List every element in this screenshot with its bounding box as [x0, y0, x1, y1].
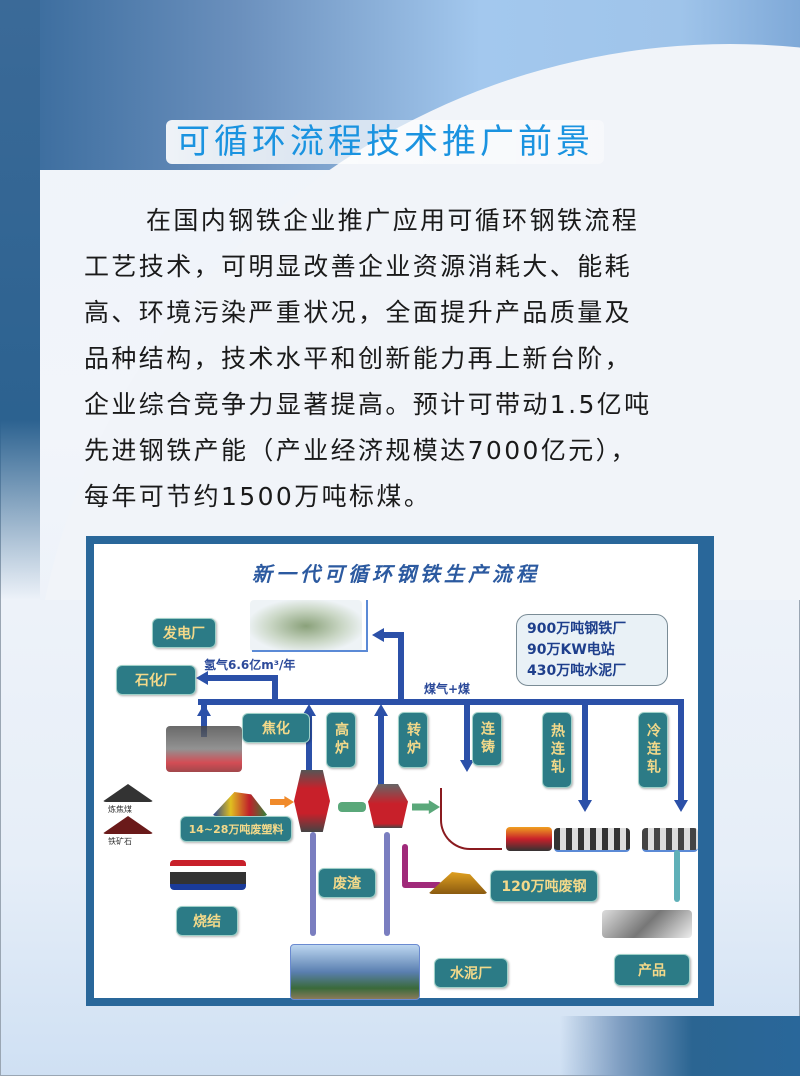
paragraph-line: 工艺技术，可明显改善企业资源消耗大、能耗	[84, 252, 633, 281]
coking-coal-pile	[102, 784, 154, 802]
info-line: 430万吨水泥厂	[527, 663, 627, 679]
info-line: 900万吨钢铁厂	[527, 621, 627, 637]
iron-ore-pile	[102, 816, 154, 834]
intro-paragraph: 在国内钢铁企业推广应用可循环钢铁流程 工艺技术，可明显改善企业资源消耗大、能耗 …	[84, 198, 724, 520]
caster-icon	[440, 788, 502, 850]
paragraph-line: 企业综合竞争力显著提高。预计可带动1.5亿吨	[84, 390, 652, 419]
box-slag: 废渣	[318, 868, 376, 898]
converter-riser	[378, 712, 384, 798]
box-blast-furnace: 高炉	[326, 712, 356, 768]
converter-icon	[368, 784, 408, 828]
footer-band	[560, 1016, 800, 1076]
arrow-to-power-plant	[372, 628, 384, 642]
connector-line	[366, 600, 368, 652]
title-banner: 可循环流程技术推广前景	[166, 120, 604, 164]
sintering-machine-icon	[170, 860, 246, 890]
hydrogen-label: 氢气6.6亿m³/年	[204, 658, 296, 672]
slag-line	[310, 832, 316, 936]
coking-plant-icon	[166, 726, 242, 772]
box-petrochem: 石化厂	[116, 665, 196, 695]
paragraph-line: 先进钢铁产能（产业经济规模达7000亿元），	[84, 436, 638, 465]
box-power-plant: 发电厂	[152, 618, 216, 648]
gas-riser	[398, 632, 404, 702]
box-cement: 水泥厂	[434, 958, 508, 988]
box-sintering: 烧结	[176, 906, 238, 936]
box-scrap: 120万吨废钢	[490, 870, 598, 902]
scrap-return-line	[402, 844, 408, 886]
hydrogen-line	[208, 675, 278, 681]
coking-riser	[201, 705, 207, 737]
coil-product-icon	[602, 910, 692, 938]
hot-roll-drop	[582, 702, 588, 802]
orange-arrow	[270, 796, 294, 808]
casting-drop	[464, 702, 470, 762]
arrow-coking-up	[197, 704, 211, 716]
gas-trunk-line	[198, 699, 684, 705]
coking-coal-label: 炼焦煤	[108, 805, 132, 814]
bf-riser	[306, 712, 312, 798]
process-diagram: 新一代可循环钢铁生产流程 发电厂 900万吨钢铁厂 90万KW电站 430万吨水…	[94, 544, 698, 1000]
box-casting: 连铸	[472, 712, 502, 766]
box-converter: 转炉	[398, 712, 428, 768]
hydrogen-riser	[272, 675, 278, 705]
paragraph-line: 品种结构，技术水平和创新能力再上新台阶，	[84, 344, 633, 373]
connector-line	[252, 650, 368, 652]
waste-plastic-pile	[212, 792, 268, 816]
scrap-return-line	[402, 882, 442, 888]
green-flow-arrow	[338, 802, 366, 812]
reheating-furnace-icon	[506, 827, 552, 851]
gas-coal-label: 煤气+煤	[424, 682, 471, 696]
arrow-cold-roll-down	[674, 800, 688, 812]
paragraph-line: 在国内钢铁企业推广应用可循环钢铁流程	[146, 206, 640, 235]
blast-furnace-icon	[294, 770, 330, 832]
slag-line	[384, 832, 390, 936]
box-products: 产品	[614, 954, 690, 986]
process-diagram-panel: 新一代可循环钢铁生产流程 发电厂 900万吨钢铁厂 90万KW电站 430万吨水…	[86, 536, 714, 1006]
cold-mill-icon	[642, 828, 698, 852]
arrow-casting-down	[460, 760, 474, 772]
capacity-info-box: 900万吨钢铁厂 90万KW电站 430万吨水泥厂	[516, 614, 668, 686]
page-title: 可循环流程技术推广前景	[176, 122, 594, 162]
product-line	[674, 850, 680, 902]
iron-ore-label: 铁矿石	[108, 837, 132, 846]
arrow-hot-roll-down	[578, 800, 592, 812]
box-hot-rolling: 热连轧	[542, 712, 572, 788]
box-waste-plastic: 14~28万吨废塑料	[180, 816, 292, 842]
left-band	[0, 0, 40, 600]
power-plant-image	[250, 600, 362, 652]
arrow-to-petrochem	[196, 671, 208, 685]
cement-plant-image	[290, 944, 420, 1000]
paragraph-line: 每年可节约1500万吨标煤。	[84, 482, 432, 511]
box-coking: 焦化	[242, 713, 310, 743]
gas-to-power	[384, 632, 404, 638]
box-cold-rolling: 冷连轧	[638, 712, 668, 788]
green-flow-arrow	[412, 800, 440, 814]
cold-roll-drop	[678, 702, 684, 802]
hot-mill-icon	[554, 828, 630, 852]
diagram-title: 新一代可循环钢铁生产流程	[252, 562, 540, 586]
arrow-converter-up	[374, 704, 388, 716]
paragraph-line: 高、环境污染严重状况，全面提升产品质量及	[84, 298, 633, 327]
info-line: 90万KW电站	[527, 642, 615, 658]
